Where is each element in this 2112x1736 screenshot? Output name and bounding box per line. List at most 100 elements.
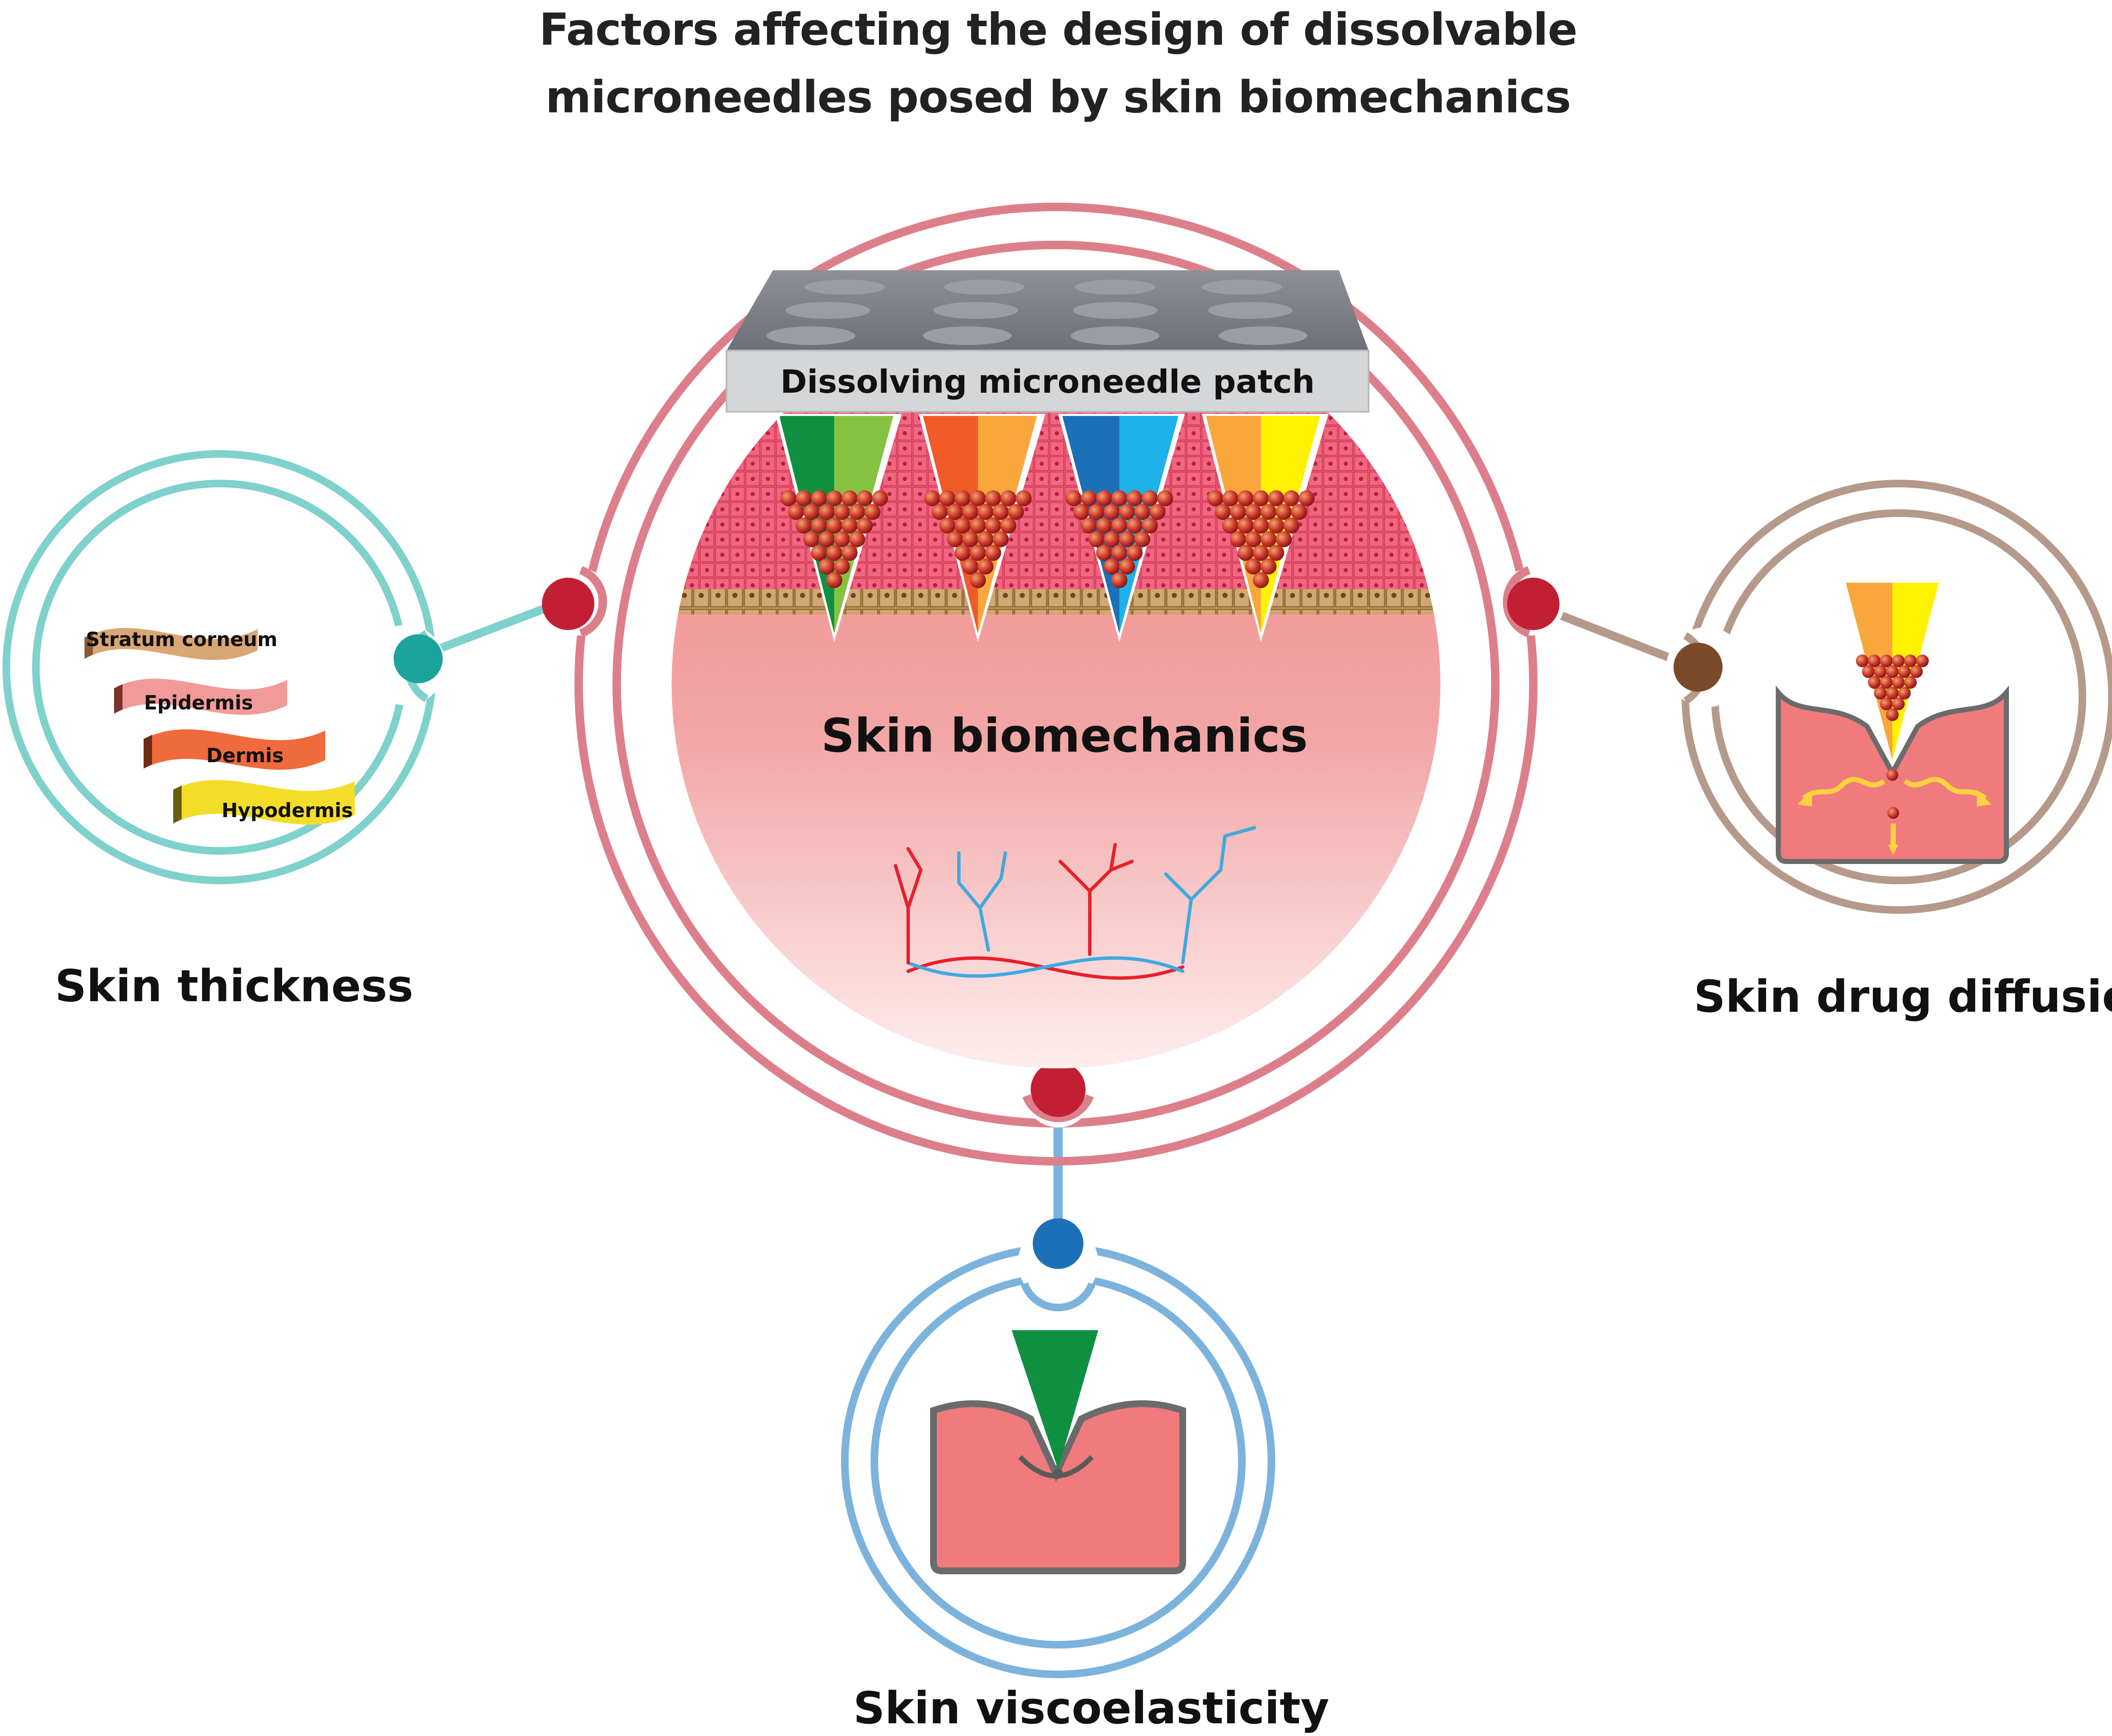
drug-bead [1253, 517, 1269, 534]
drug-bead [1298, 490, 1315, 506]
drug-bead [1886, 687, 1899, 700]
layer-stratum-corneum: Stratum corneum [86, 628, 278, 651]
drug-bead [1253, 545, 1269, 561]
drug-bead [1119, 558, 1135, 575]
drug-bead [1245, 504, 1261, 520]
drug-bead [1134, 531, 1151, 547]
skin-cross-section: Skin biomechanics [672, 380, 1440, 1068]
drug-bead [826, 490, 842, 506]
drug-bead [924, 490, 940, 506]
drug-bead [1127, 517, 1143, 534]
drug-bead [1898, 665, 1911, 678]
drug-bead [1103, 531, 1120, 547]
connector-dot-bottom [1031, 1062, 1086, 1117]
diagram-title-line-2: microneedles posed by skin biomechanics [545, 71, 1571, 123]
drug-bead [1080, 517, 1097, 534]
drug-bead [1127, 545, 1143, 561]
drug-bead [1260, 558, 1277, 575]
patch-wells [767, 280, 1307, 345]
drug-bead [1904, 676, 1917, 689]
drug-bead [780, 490, 797, 506]
drug-bead [985, 517, 1002, 534]
drug-bead [985, 490, 1002, 506]
basal-layer [672, 589, 1440, 614]
drug-bead [970, 572, 986, 588]
drug-bead [970, 490, 986, 506]
node-skin-thickness: Stratum corneum Epidermis Dermis Hypoder… [3, 450, 446, 884]
drug-bead [1268, 517, 1285, 534]
drug-bead [849, 504, 865, 520]
drug-bead [1237, 490, 1254, 506]
drug-bead [993, 504, 1009, 520]
drug-bead [811, 490, 827, 506]
drug-bead [803, 531, 819, 547]
drug-bead [1260, 531, 1277, 547]
drug-bead [939, 517, 955, 534]
drug-bead [849, 531, 865, 547]
drug-bead [1096, 490, 1112, 506]
drug-bead [1127, 490, 1143, 506]
drug-bead [1245, 558, 1261, 575]
drug-bead [1253, 490, 1269, 506]
drug-bead [857, 517, 873, 534]
drug-bead [1111, 545, 1127, 561]
diffusing-bead [1887, 807, 1899, 819]
node-dot-diffusion [1674, 643, 1723, 692]
drug-bead [970, 545, 986, 561]
drug-bead [872, 490, 888, 506]
drug-bead [826, 517, 842, 534]
drug-bead [795, 490, 812, 506]
drug-bead [1015, 490, 1032, 506]
drug-bead [1886, 665, 1899, 678]
drug-bead [1268, 490, 1285, 506]
drug-bead [993, 531, 1009, 547]
drug-bead [1222, 490, 1238, 506]
drug-bead [826, 545, 842, 561]
drug-bead [947, 504, 963, 520]
drug-bead [1111, 572, 1127, 588]
drug-bead [1096, 545, 1112, 561]
drug-bead [1856, 655, 1869, 667]
drug-bead [1088, 504, 1105, 520]
drug-bead [811, 545, 827, 561]
drug-bead [803, 504, 819, 520]
drug-bead [811, 517, 827, 534]
drug-bead [962, 531, 978, 547]
drug-bead [1880, 698, 1893, 710]
drug-bead [1874, 665, 1887, 678]
drug-bead [841, 545, 858, 561]
drug-bead [1157, 490, 1173, 506]
drug-bead [1000, 517, 1017, 534]
drug-bead [1291, 504, 1307, 520]
drug-bead [1283, 517, 1300, 534]
drug-bead [818, 504, 835, 520]
drug-bead [1207, 490, 1223, 506]
drug-bead [1142, 490, 1158, 506]
drug-bead [1886, 708, 1899, 721]
diagram-title-line-1: Factors affecting the design of dissolva… [539, 4, 1577, 55]
drug-bead [1008, 504, 1024, 520]
drug-bead [1892, 676, 1905, 689]
drug-bead [1065, 490, 1082, 506]
drug-bead [1111, 517, 1127, 534]
drug-bead [1268, 545, 1285, 561]
blood-vessels [894, 826, 1256, 980]
drug-bead [857, 490, 873, 506]
label-skin-drug-diffusion: Skin drug diffusion [1694, 971, 2112, 1022]
drug-bead [1230, 504, 1246, 520]
diffusion-arrows [1802, 777, 1987, 845]
drug-bead [1916, 655, 1929, 667]
layer-hypodermis: Hypodermis [222, 799, 353, 822]
diffusion-beads [1856, 655, 1929, 819]
drug-bead [1142, 517, 1158, 534]
drug-bead [1103, 558, 1120, 575]
drug-bead [841, 517, 858, 534]
drug-bead [834, 531, 850, 547]
label-skin-viscoelasticity: Skin viscoelasticity [853, 1682, 1329, 1734]
drug-bead [947, 531, 963, 547]
node-dot-viscoelasticity [1033, 1218, 1083, 1269]
drug-bead [1874, 687, 1887, 700]
drug-bead [818, 531, 835, 547]
diffusing-bead [1886, 769, 1898, 781]
